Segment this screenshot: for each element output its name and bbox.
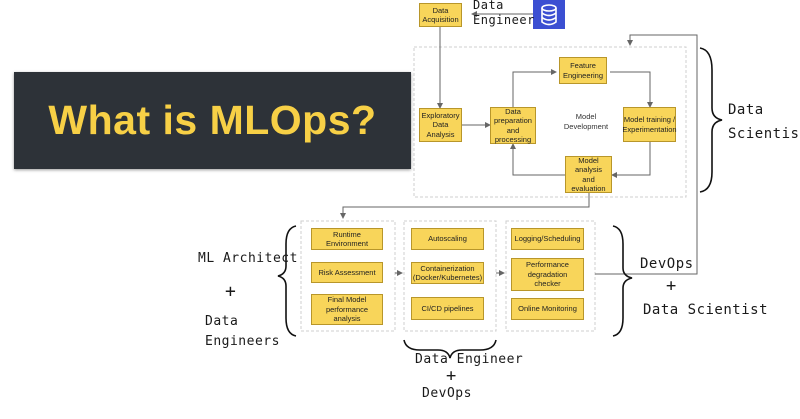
brace-right — [612, 225, 633, 337]
model-development-label: Model Development — [563, 112, 609, 131]
annotation-data-scientist: Data Scientist — [728, 102, 800, 142]
performance-degradation-box: Performance degradation checker — [511, 258, 584, 291]
model-training-box: Model training / Experimentation — [622, 107, 677, 142]
annotation-ml-architect: ML Architect — [198, 251, 298, 266]
annotation-plus-right: + — [666, 276, 677, 296]
data-acquisition-box: Data Acquisition — [419, 3, 462, 27]
cicd-box: CI/CD pipelines — [411, 297, 484, 320]
deployment-group — [300, 220, 396, 332]
annotation-data-engineer-bottom: Data Engineer — [415, 352, 524, 367]
brace-data-scientist — [699, 47, 723, 193]
model-analysis-box: Model analysis and evaluation — [565, 156, 612, 193]
database-icon — [533, 0, 565, 29]
eda-box: Exploratory Data Analysis — [419, 108, 462, 142]
feature-engineering-box: Feature Engineering — [559, 57, 607, 84]
brace-bottom — [403, 339, 497, 359]
monitoring-group — [505, 220, 596, 332]
annotation-data-engineers: Data Engineers — [205, 314, 280, 349]
containerization-box: Containerization (Docker/Kubernetes) — [411, 262, 484, 284]
autoscaling-box: Autoscaling — [411, 228, 484, 250]
data-prep-box: Data preparation and processing — [490, 107, 536, 144]
page-title: What is MLOps? — [48, 97, 377, 143]
annotation-devops-right: DevOps — [640, 256, 694, 272]
annotation-data-engineer-top: Data Engineer — [473, 0, 535, 27]
scaling-group — [403, 220, 497, 332]
online-monitoring-box: Online Monitoring — [511, 298, 584, 320]
final-model-box: Final Model performance analysis — [311, 294, 383, 325]
brace-left — [277, 225, 297, 337]
annotation-plus-bottom: + — [446, 366, 457, 386]
annotation-data-scientist-bottom: Data Scientist — [643, 302, 769, 318]
logging-scheduling-box: Logging/Scheduling — [511, 228, 584, 250]
runtime-environment-box: Runtime Environment — [311, 228, 383, 250]
annotation-plus-left: + — [225, 281, 237, 302]
model-development-group — [413, 46, 687, 198]
annotation-devops-bottom: DevOps — [422, 386, 472, 401]
risk-assessment-box: Risk Assessment — [311, 262, 383, 283]
title-banner: What is MLOps? — [14, 72, 411, 169]
